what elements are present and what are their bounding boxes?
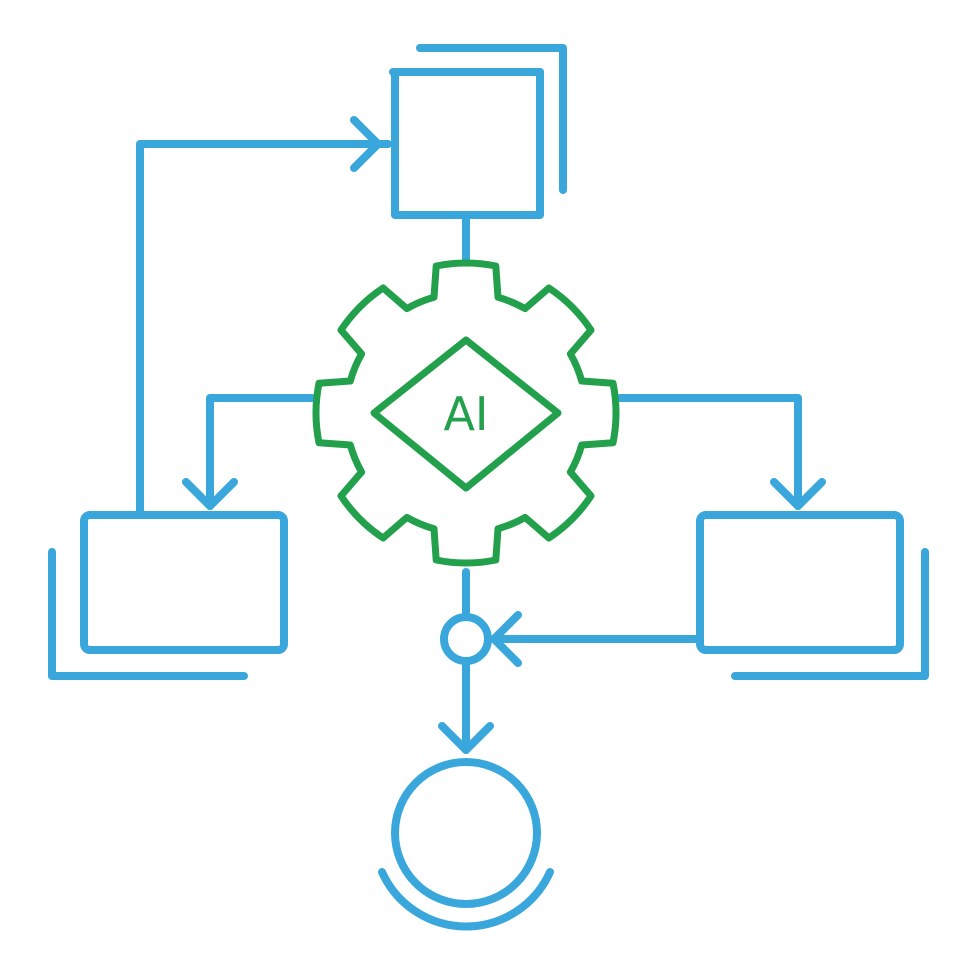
diamond-icon (370, 336, 562, 492)
arrow-gear-to-left (182, 394, 316, 510)
end-node (378, 758, 554, 931)
gear-icon (312, 259, 620, 567)
loop-arrowhead (350, 116, 382, 172)
top-node-stack-inner (389, 68, 544, 194)
right-node (696, 511, 929, 680)
left-node-box (80, 511, 288, 654)
junction-circle (440, 613, 492, 665)
arrow-right-to-junction (490, 611, 704, 667)
arrow-right-to-junction-head (490, 611, 522, 667)
left-node-stack (48, 548, 248, 680)
loop-arrow-left-to-top (136, 116, 392, 516)
end-node-base-arc (378, 868, 554, 931)
arrow-gear-to-right-head (770, 478, 826, 510)
top-node (389, 44, 567, 219)
left-node (48, 511, 288, 680)
right-node-box (696, 511, 904, 654)
ai-gear-hub: AI (312, 259, 620, 567)
ai-label: AI (443, 387, 488, 441)
top-node-stack-outer (416, 44, 567, 194)
arrow-junction-to-end-head (438, 722, 494, 754)
arrow-gear-to-right (616, 394, 826, 510)
right-node-stack (731, 548, 929, 680)
end-node-circle (391, 758, 541, 908)
top-node-square (391, 68, 544, 219)
arrow-gear-to-left-line (206, 394, 316, 510)
arrow-gear-to-right-line (616, 394, 802, 510)
loop-arrow-line (136, 140, 392, 516)
arrow-junction-to-end (438, 657, 494, 754)
arrow-gear-to-left-head (182, 478, 238, 510)
